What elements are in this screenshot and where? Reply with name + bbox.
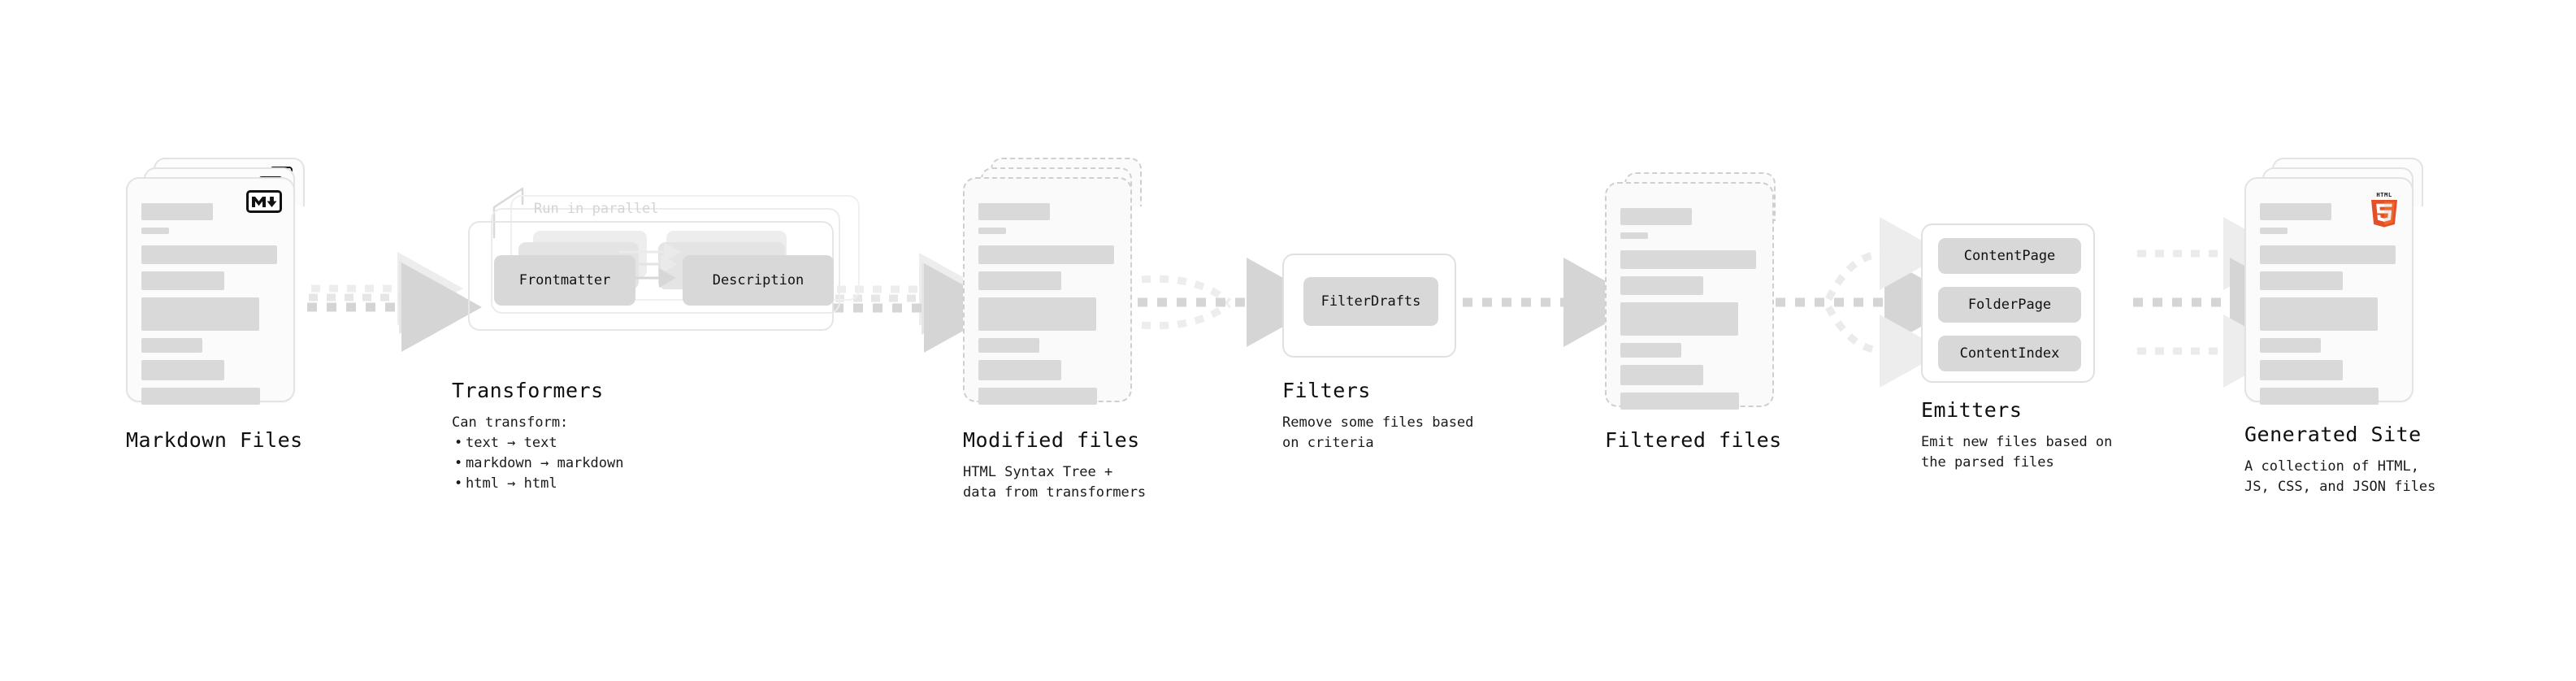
- pill-label: ContentPage: [1963, 248, 2056, 264]
- description-line: the parsed files: [1921, 454, 2054, 471]
- pill-label: Frontmatter: [518, 272, 611, 288]
- transformer-panel-back-1: [491, 208, 840, 314]
- skeleton-bar: [2260, 228, 2288, 234]
- transformer-pill-description[interactable]: Description: [683, 255, 834, 306]
- caption-emitters: Emitters Emit new files based on the par…: [1921, 398, 2112, 473]
- skeleton-bar: [2260, 388, 2379, 405]
- skeleton-bar: [141, 338, 202, 353]
- filtered-skeleton: [1620, 208, 1759, 417]
- description-line: HTML Syntax Tree +: [963, 464, 1113, 480]
- markdown-skeleton: [141, 203, 280, 412]
- generated-site-card: HTML: [2244, 177, 2413, 405]
- skeleton-bar: [1620, 393, 1740, 410]
- skeleton-bar: [1620, 232, 1648, 239]
- arrow-filtered-to-emitters: [1776, 217, 1965, 388]
- pill-label: ContentIndex: [1959, 345, 2060, 362]
- description-line: A collection of HTML,: [2244, 458, 2419, 475]
- skeleton-bar: [141, 297, 259, 331]
- stage-description: A collection of HTML, JS, CSS, and JSON …: [2244, 457, 2435, 497]
- skeleton-bar: [978, 245, 1114, 264]
- markdown-file-card: [126, 177, 295, 405]
- transformer-pill-frontmatter[interactable]: Frontmatter: [494, 255, 635, 306]
- caption-modified-files: Modified files HTML Syntax Tree + data f…: [963, 428, 1146, 503]
- skeleton-bar: [2260, 360, 2343, 380]
- skeleton-bar: [978, 297, 1096, 331]
- run-in-parallel-label: Run in parallel: [534, 201, 659, 217]
- svg-text:HTML: HTML: [2376, 191, 2392, 198]
- stage-description: Remove some files based on criteria: [1282, 413, 1473, 453]
- stage-title: Markdown Files: [126, 428, 303, 452]
- skeleton-bar: [141, 271, 224, 290]
- filter-pill-filterdrafts[interactable]: FilterDrafts: [1303, 277, 1438, 326]
- skeleton-bar: [978, 203, 1051, 220]
- caption-filtered-files: Filtered files: [1605, 428, 1782, 452]
- arrow-emitters-to-site: [2133, 217, 2310, 388]
- html5-logo-svg: HTML: [2371, 191, 2397, 228]
- description-line: JS, CSS, and JSON files: [2244, 479, 2436, 495]
- markdown-mark-svg: [246, 190, 282, 213]
- caption-markdown-files: Markdown Files: [126, 428, 303, 452]
- skeleton-bar: [1620, 343, 1681, 358]
- filters-panel: FilterDrafts: [1282, 254, 1456, 358]
- skeleton-bar: [978, 271, 1061, 290]
- emitter-pill-contentindex[interactable]: ContentIndex: [1938, 336, 2081, 371]
- description-line: Remove some files based: [1282, 414, 1474, 431]
- stage-description: Can transform:: [452, 414, 569, 431]
- description-line: data from transformers: [963, 484, 1147, 501]
- skeleton-bar: [978, 228, 1006, 234]
- modified-skeleton: [978, 203, 1117, 412]
- skeleton-bar: [978, 360, 1061, 380]
- list-item: html → html: [452, 474, 623, 494]
- pill-label: FolderPage: [1967, 297, 2052, 313]
- skeleton-bar: [978, 388, 1098, 405]
- list-item: text → text: [452, 433, 623, 453]
- skeleton-bar: [1620, 250, 1756, 269]
- transform-capability-list: text → text markdown → markdown html → h…: [452, 433, 623, 494]
- skeleton-bar: [141, 228, 169, 234]
- emitter-pill-contentpage[interactable]: ContentPage: [1938, 238, 2081, 274]
- description-line: on criteria: [1282, 435, 1374, 451]
- stage-title: Generated Site: [2244, 423, 2422, 446]
- description-line: Emit new files based on: [1921, 434, 2113, 450]
- skeleton-bar: [141, 360, 224, 380]
- skeleton-bar: [141, 203, 214, 220]
- caption-filters: Filters Remove some files based on crite…: [1282, 379, 1473, 453]
- skeleton-bar: [2260, 271, 2343, 290]
- skeleton-bar: [1620, 276, 1703, 295]
- caption-transformers: Transformers Can transform: text → text …: [452, 379, 623, 494]
- generated-site-skeleton: [2260, 203, 2398, 412]
- stage-description: Emit new files based on the parsed files: [1921, 432, 2112, 473]
- skeleton-bar: [2260, 297, 2378, 331]
- skeleton-bar: [2260, 338, 2321, 353]
- list-item: markdown → markdown: [452, 453, 623, 474]
- emitter-pill-folderpage[interactable]: FolderPage: [1938, 287, 2081, 323]
- stage-title: Modified files: [963, 428, 1140, 452]
- skeleton-bar: [1620, 302, 1738, 336]
- skeleton-bar: [2260, 203, 2332, 220]
- pill-label: Description: [712, 272, 804, 288]
- stage-description: HTML Syntax Tree + data from transformer…: [963, 462, 1146, 503]
- caption-generated-site: Generated Site A collection of HTML, JS,…: [2244, 423, 2435, 497]
- markdown-badge-icon: [246, 190, 282, 213]
- skeleton-bar: [141, 245, 277, 264]
- stage-title: Emitters: [1921, 398, 2023, 422]
- emitters-panel: ContentPage FolderPage ContentIndex: [1921, 223, 2095, 383]
- stage-title: Transformers: [452, 379, 604, 402]
- html5-badge-icon: HTML: [2368, 190, 2400, 228]
- skeleton-bar: [141, 388, 261, 405]
- skeleton-bar: [2260, 245, 2396, 264]
- skeleton-bar: [1620, 365, 1703, 385]
- skeleton-bar: [978, 338, 1039, 353]
- modified-file-card: [963, 177, 1132, 405]
- arrow-markdown-to-transformers: [307, 252, 482, 352]
- stage-title: Filters: [1282, 379, 1371, 402]
- stage-title: Filtered files: [1605, 428, 1782, 452]
- arrow-modified-to-filters: [1138, 258, 1327, 347]
- filtered-file-card: [1605, 182, 1774, 410]
- pill-label: FilterDrafts: [1321, 293, 1421, 310]
- skeleton-bar: [1620, 208, 1693, 225]
